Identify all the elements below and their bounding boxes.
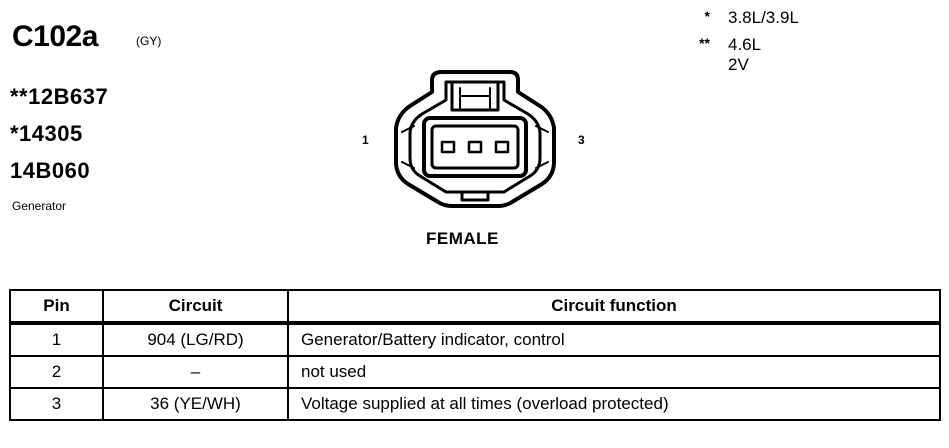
terminal-cavity-inner [430, 124, 520, 170]
terminal-cavity-outer [422, 116, 528, 178]
connector-face-drawing [394, 70, 556, 208]
cell-circuit: 36 (YE/WH) [102, 387, 289, 421]
header-pin: Pin [9, 289, 104, 325]
pin-table: Pin Circuit Circuit function 1 904 (LG/R… [9, 289, 941, 421]
cell-function: Voltage supplied at all times (overload … [287, 387, 941, 421]
table-row: 1 904 (LG/RD) Generator/Battery indicato… [9, 322, 941, 357]
component-name: Generator [12, 199, 67, 213]
legend-symbol: ** [699, 35, 710, 51]
legend-symbol: * [704, 8, 710, 24]
cell-pin: 3 [9, 387, 104, 421]
cell-function: Generator/Battery indicator, control [287, 322, 941, 357]
cell-circuit: – [102, 355, 289, 389]
cell-pin: 2 [9, 355, 104, 389]
connector-housing-outer [394, 70, 556, 208]
cell-circuit: 904 (LG/RD) [102, 322, 289, 357]
connector-latch [450, 80, 500, 112]
cell-function: not used [287, 355, 941, 389]
header-circuit-function: Circuit function [287, 289, 941, 325]
part-number: *14305 [10, 121, 83, 146]
pin-label-left: 1 [362, 133, 369, 147]
pin-label-right: 3 [578, 133, 585, 147]
terminal-1 [440, 140, 456, 154]
connector-key [460, 190, 490, 202]
connector-color-code: (GY) [136, 34, 162, 48]
legend-text: 3.8L/3.9L [728, 8, 799, 27]
header-circuit: Circuit [102, 289, 289, 325]
connector-gender: FEMALE [426, 229, 499, 248]
part-number: **12B637 [10, 84, 109, 109]
terminal-3 [494, 140, 510, 154]
terminal-2 [467, 140, 483, 154]
legend-text: 4.6L 2V [728, 35, 761, 74]
cell-pin: 1 [9, 322, 104, 357]
part-number: 14B060 [10, 158, 91, 183]
table-row: 2 – not used [9, 355, 941, 389]
table-header-row: Pin Circuit Circuit function [9, 289, 941, 325]
table-row: 3 36 (YE/WH) Voltage supplied at all tim… [9, 387, 941, 421]
connector-id: C102a [12, 20, 98, 53]
